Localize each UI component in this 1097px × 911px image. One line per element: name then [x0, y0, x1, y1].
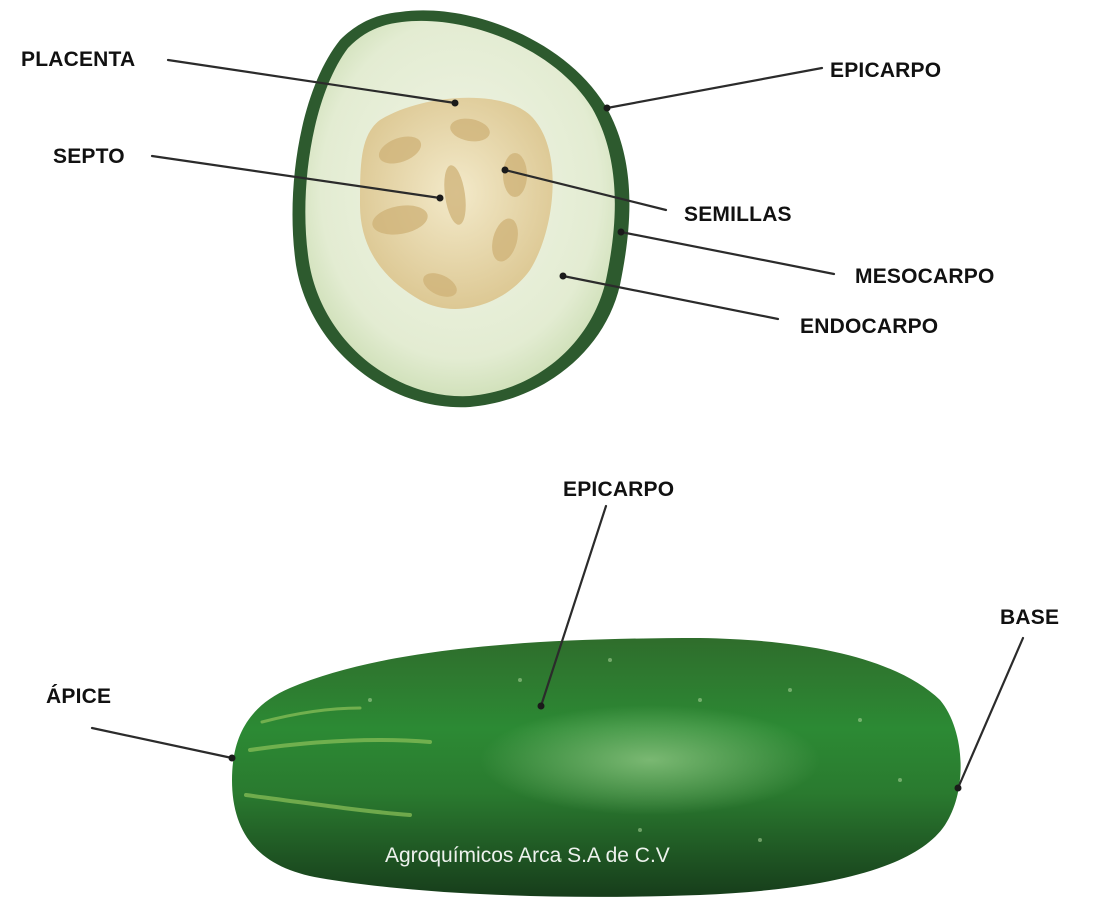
cucumber-highlight	[480, 705, 820, 815]
pointer-dot	[560, 273, 567, 280]
watermark-text: Agroquímicos Arca S.A de C.V	[385, 844, 670, 867]
pointer-dot	[604, 105, 611, 112]
label-semillas: SEMILLAS	[684, 203, 792, 226]
leader-base	[958, 638, 1023, 788]
label-epicarpo-section: EPICARPO	[830, 59, 941, 82]
label-epicarpo-whole: EPICARPO	[563, 478, 674, 501]
leader-epicarpo-top	[607, 68, 822, 108]
pointer-dot	[538, 703, 545, 710]
label-septo: SEPTO	[53, 145, 125, 168]
pointer-dot	[502, 167, 509, 174]
cross-section-slice	[293, 10, 630, 407]
pointer-dot	[955, 785, 962, 792]
leader-mesocarpo	[621, 232, 834, 274]
leader-apice	[92, 728, 232, 758]
pointer-dot	[618, 229, 625, 236]
label-mesocarpo: MESOCARPO	[855, 265, 994, 288]
label-apice: ÁPICE	[46, 685, 111, 708]
pointer-dot	[437, 195, 444, 202]
pointer-dot	[452, 100, 459, 107]
pointer-dot	[229, 755, 236, 762]
label-endocarpo: ENDOCARPO	[800, 315, 938, 338]
label-base: BASE	[1000, 606, 1059, 629]
label-placenta: PLACENTA	[21, 48, 135, 71]
